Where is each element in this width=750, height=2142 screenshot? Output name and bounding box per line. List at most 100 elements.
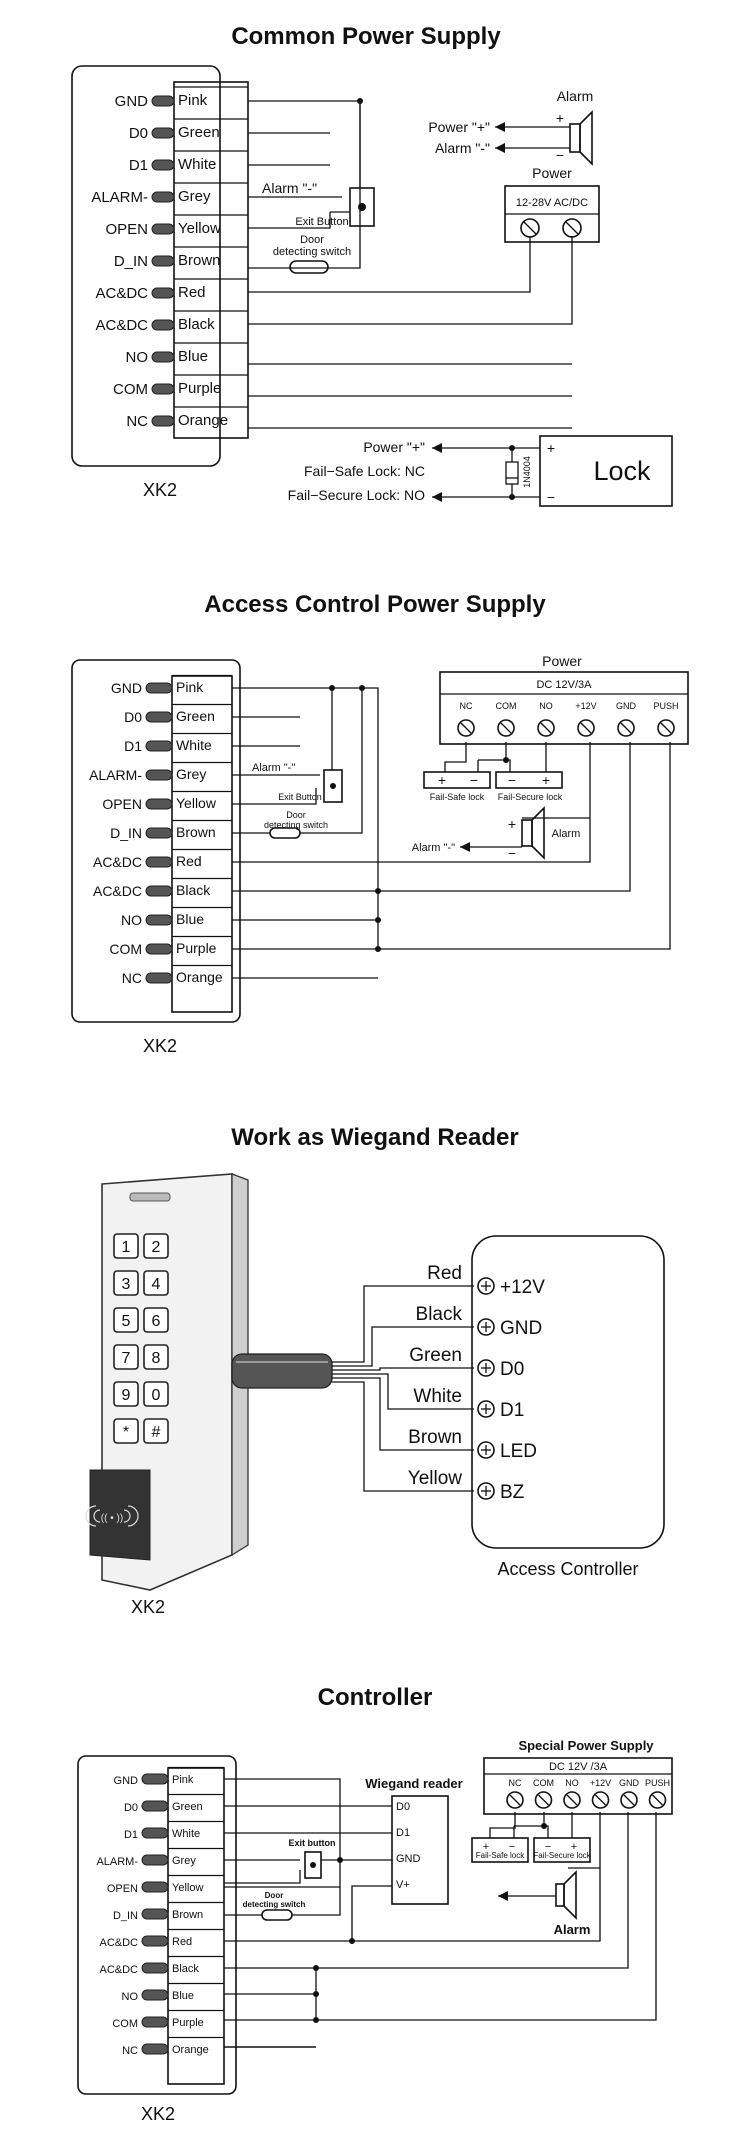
- power-spec: DC 12V /3A: [549, 1761, 608, 1773]
- wiegand-wire: [332, 1285, 474, 1363]
- terminal-icon: [477, 1318, 495, 1336]
- wire-color-label: Blue: [178, 348, 208, 365]
- pin-connector: [151, 95, 175, 107]
- rfid-area: [89, 1469, 151, 1561]
- key-label: 1: [122, 1239, 131, 1256]
- pin-label: COM: [109, 941, 142, 957]
- pin-label: NC: [122, 2045, 138, 2057]
- wire-color-label: Green: [409, 1345, 462, 1366]
- pin-label: D_IN: [110, 825, 142, 841]
- power-title: Power: [532, 165, 572, 181]
- key-label: #: [152, 1424, 161, 1441]
- terminal-label: GND: [619, 1778, 640, 1788]
- exit-button-label: Exit Button: [295, 216, 348, 228]
- screw-slot: [460, 722, 472, 734]
- screw-slot: [500, 722, 512, 734]
- key-button: [143, 1233, 169, 1259]
- device-outline: [77, 1755, 237, 2095]
- screw-terminal-icon: [534, 1791, 553, 1809]
- device-outline: [71, 659, 241, 1023]
- exit-button-icon: [304, 1851, 322, 1879]
- arrow-left-icon: [460, 842, 470, 852]
- screw-terminal-icon: [657, 719, 675, 737]
- screw-slot: [623, 1794, 635, 1806]
- fail-secure-plus: +: [571, 1841, 577, 1853]
- diode-label: 1N4004: [522, 456, 532, 488]
- lock-minus-sign: −: [547, 489, 555, 505]
- lock-wire: [478, 759, 511, 772]
- exit-button-icon: [349, 187, 375, 227]
- door-switch-return: [300, 688, 363, 834]
- screw-slot: [565, 221, 579, 235]
- power-black-wire: [232, 742, 631, 892]
- pin-connector: [145, 711, 173, 723]
- pin-connector: [151, 255, 175, 267]
- wire-color-label: Black: [172, 1963, 199, 1975]
- pin-connector: [151, 287, 175, 299]
- screw-slot: [595, 1794, 606, 1806]
- screw-terminal-icon: [520, 218, 540, 238]
- wire-color-label: Grey: [178, 188, 211, 205]
- key-button: [113, 1418, 139, 1444]
- wire-color-label: Blue: [176, 911, 204, 927]
- terminal-label: PUSH: [645, 1778, 670, 1788]
- wire-color-label: Orange: [172, 2044, 209, 2056]
- key-button: [113, 1270, 139, 1296]
- pin-label: D_IN: [113, 1910, 138, 1922]
- power-red-wire: [224, 1885, 392, 1942]
- alarm-minus-label: Alarm "-": [412, 842, 455, 854]
- reader-terminal-label: V+: [396, 1879, 410, 1891]
- pin-connector: [141, 1800, 169, 1812]
- arrow-left-icon: [495, 143, 505, 153]
- terminal-label: NO: [565, 1778, 579, 1788]
- fail-secure-lock-box: [495, 771, 563, 789]
- wire-color-label: Green: [172, 1801, 203, 1813]
- speaker-cone-icon: [579, 110, 593, 166]
- alarm-plus-sign: +: [556, 110, 564, 126]
- wire-color-label: Yellow: [172, 1882, 203, 1894]
- screw-slot: [652, 1794, 663, 1806]
- screw-terminal-icon: [620, 1791, 638, 1809]
- diagram4-title: Controller: [318, 1684, 433, 1711]
- diagram1-title: Common Power Supply: [231, 23, 501, 50]
- speaker-body-icon: [555, 1883, 565, 1907]
- fail-secure-label: Fail−Secure Lock: NO: [288, 487, 425, 503]
- power-title: Power: [542, 653, 582, 669]
- reader-terminal-label: GND: [396, 1853, 421, 1865]
- terminal-label: NC: [509, 1778, 522, 1788]
- pin-label: GND: [115, 93, 149, 110]
- terminal-label: D1: [500, 1400, 524, 1421]
- key-button: [143, 1307, 169, 1333]
- pin-label: D0: [124, 709, 142, 725]
- lock-wire: [444, 742, 467, 772]
- lock-label: Lock: [593, 456, 651, 486]
- fail-secure-label: Fail-Secure lock: [533, 1851, 591, 1860]
- wire-color-label: Pink: [178, 92, 208, 109]
- speaker-body-icon: [521, 819, 533, 847]
- screw-terminal-icon: [577, 719, 595, 737]
- junction-dot: [313, 2017, 319, 2023]
- device-label: XK2: [143, 480, 177, 500]
- door-switch-return: [292, 1887, 341, 1916]
- terminal-label: +12V: [590, 1778, 611, 1788]
- reader-terminal-label: D0: [396, 1801, 410, 1813]
- wire-color-label: Brown: [176, 824, 216, 840]
- pin-connector: [141, 2043, 169, 2055]
- exit-button-icon: [323, 769, 343, 803]
- terminal-label: +12V: [575, 701, 596, 711]
- speaker-cone-icon: [531, 806, 545, 860]
- door-switch-label-2: detecting switch: [243, 1900, 306, 1909]
- terminal-icon: [477, 1277, 495, 1295]
- pin-connector: [145, 769, 173, 781]
- exit-alarm-label: Alarm "-": [262, 180, 317, 196]
- pin-connector: [141, 1854, 169, 1866]
- rfid-symbol: (( • )): [101, 1513, 123, 1524]
- wire-color-label: Brown: [178, 252, 221, 269]
- pin-label: D1: [124, 738, 142, 754]
- pin-connector: [145, 914, 173, 926]
- wire-label-strip: [167, 1767, 225, 2085]
- arrow-left-icon: [432, 443, 442, 453]
